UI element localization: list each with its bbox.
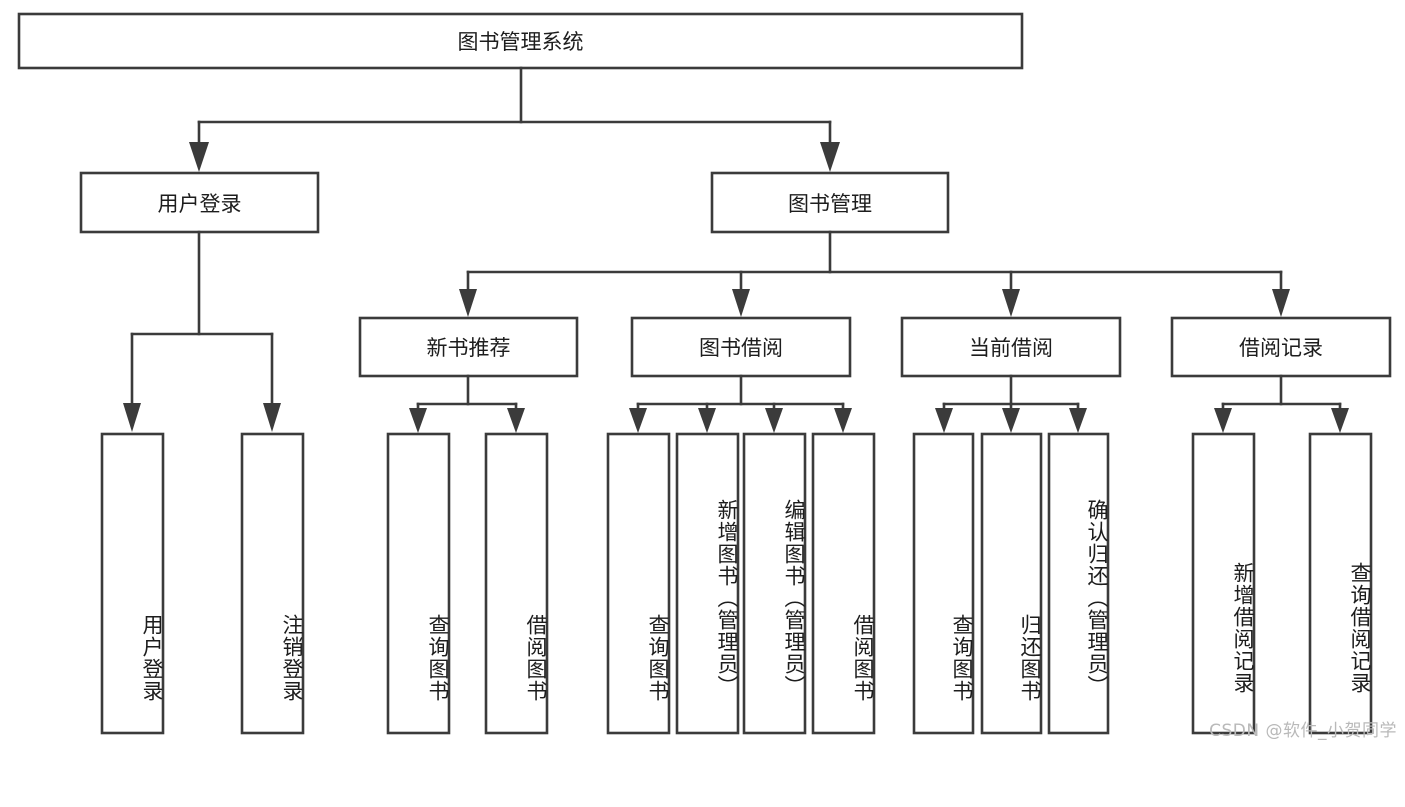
node-leaf-user-logout-box[interactable]: [240, 432, 305, 735]
node-leaf-user-login-box[interactable]: [100, 432, 165, 735]
arrow-head-icon-leaf-query-book-1: [409, 408, 427, 433]
label-borrow-record: 借阅记录: [1239, 336, 1323, 360]
arrow-head-icon-leaf-confirm-return: [1069, 408, 1087, 433]
arrow-head-icon-user-login: [189, 142, 209, 172]
arrow-head-icon-book-manage: [820, 142, 840, 172]
arrow-head-icon-leaf-query-book-3: [935, 408, 953, 433]
diagram-canvas: 图书管理系统 用户登录 图书管理 新书推荐 图书借阅 当前借阅 借阅记录 用户登…: [17, 12, 1397, 741]
arrow-head-icon-leaf-add-book: [698, 408, 716, 433]
arrow-head-icon-leaf-user-login: [123, 403, 141, 432]
node-leaf-query-book-1-box[interactable]: [386, 432, 451, 735]
label-book-borrow: 图书借阅: [699, 336, 783, 360]
node-book-borrow-box[interactable]: [630, 316, 852, 378]
node-leaf-return-book-box[interactable]: [980, 432, 1043, 735]
flowchart-svg: [17, 12, 1392, 735]
node-leaf-query-record-box[interactable]: [1308, 432, 1373, 735]
arrow-head-icon-current-borrow: [1002, 289, 1020, 317]
label-new-book-recommend: 新书推荐: [426, 336, 511, 360]
arrow-head-icon-leaf-user-logout: [263, 403, 281, 432]
arrow-head-icon-leaf-return-book: [1002, 408, 1020, 433]
arrow-head-icon-leaf-add-record: [1214, 408, 1232, 433]
label-current-borrow: 当前借阅: [969, 336, 1053, 360]
arrow-head-icon-leaf-borrow-book-2: [834, 408, 852, 433]
arrow-head-icon-leaf-borrow-book-1: [507, 408, 525, 433]
arrow-head-icon-book-borrow: [732, 289, 750, 317]
arrow-head-icon-new-book-recommend: [459, 289, 477, 317]
label-user-login: 用户登录: [157, 191, 242, 216]
label-root: 图书管理系统: [457, 30, 584, 54]
node-leaf-edit-book-box[interactable]: [742, 432, 807, 735]
node-leaf-borrow-book-2-box[interactable]: [811, 432, 876, 735]
node-root-box[interactable]: [17, 12, 1024, 70]
arrow-head-icon-borrow-record: [1272, 289, 1290, 317]
node-new-book-recommend-box[interactable]: [358, 316, 579, 378]
node-leaf-query-book-3-box[interactable]: [912, 432, 975, 735]
arrow-head-icon-leaf-edit-book: [765, 408, 783, 433]
node-user-login-box[interactable]: [79, 171, 320, 234]
node-leaf-query-book-2-box[interactable]: [606, 432, 671, 735]
arrow-head-icon-leaf-query-book-2: [629, 408, 647, 433]
arrow-head-icon-leaf-query-record: [1331, 408, 1349, 433]
node-leaf-add-record-box[interactable]: [1191, 432, 1256, 735]
node-current-borrow-box[interactable]: [900, 316, 1122, 378]
label-book-manage: 图书管理: [788, 191, 872, 216]
node-leaf-add-book-box[interactable]: [675, 432, 740, 735]
node-book-manage-box[interactable]: [710, 171, 950, 234]
csdn-watermark: CSDN @软件_小贺同学: [1209, 721, 1397, 741]
node-leaf-confirm-return-box[interactable]: [1047, 432, 1110, 735]
node-leaf-borrow-book-1-box[interactable]: [484, 432, 549, 735]
